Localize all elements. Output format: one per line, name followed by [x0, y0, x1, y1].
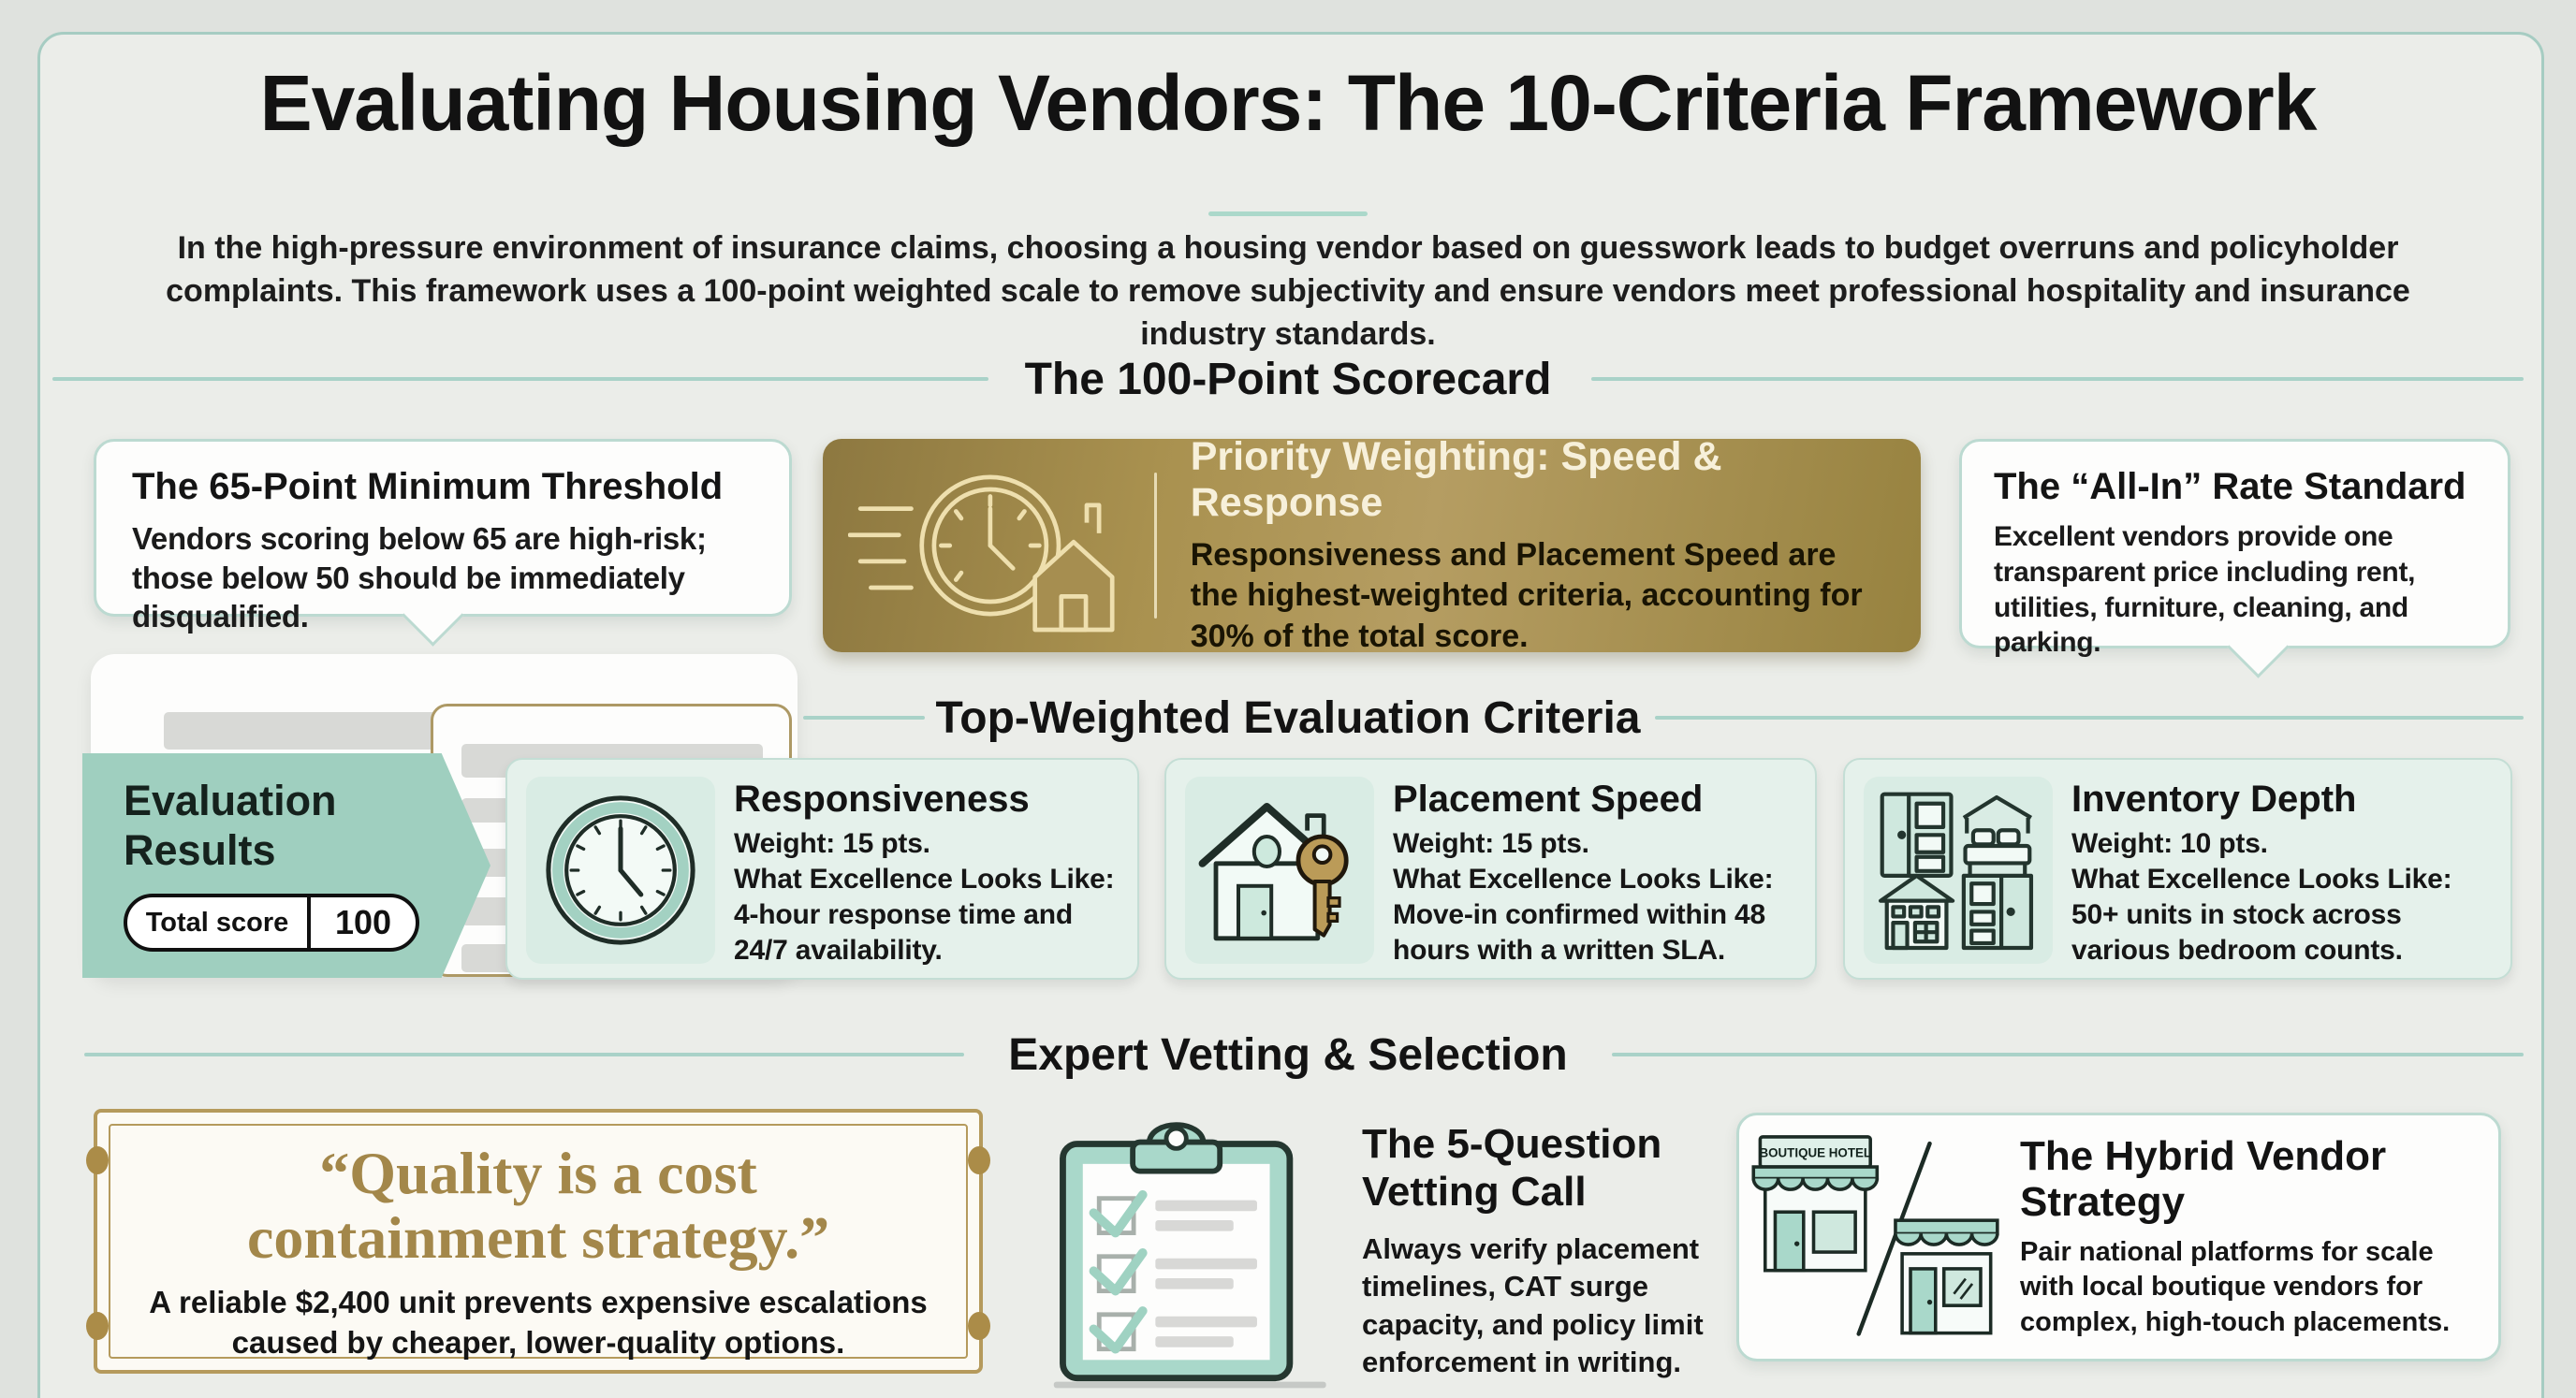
- storefronts-icon: BOUTIQUE HOTEL: [1739, 1129, 2020, 1346]
- vetting-heading: Expert Vetting & Selection: [1008, 1030, 1568, 1080]
- hybrid-card-title: The Hybrid Vendor Strategy: [2020, 1133, 2387, 1226]
- weight-value: 15 pts.: [1501, 828, 1589, 859]
- total-score-label: Total score: [145, 907, 289, 938]
- vetting-call-title: The 5-Question Vetting Call: [1362, 1121, 1662, 1215]
- priority-card: Priority Weighting: Speed & Response Res…: [823, 434, 1921, 654]
- evaluation-results-ribbon: Evaluation Results Total score 100: [82, 753, 490, 978]
- criteria-card-placement-speed: Placement Speed Weight: 15 pts. What Exc…: [1164, 758, 1817, 980]
- title-underline: [1208, 211, 1368, 216]
- criteria-heading: Top-Weighted Evaluation Criteria: [935, 693, 1641, 743]
- rate-card: The “All-In” Rate Standard Excellent ven…: [1959, 439, 2510, 678]
- hybrid-card-body: Pair national platforms for scale with l…: [2020, 1236, 2451, 1338]
- furniture-icon: [1864, 777, 2053, 964]
- divider-line: [803, 716, 925, 720]
- rate-card-title: The “All-In” Rate Standard: [1994, 466, 2466, 507]
- weight-label: Weight:: [2071, 828, 2174, 859]
- page-title: Evaluating Housing Vendors: The 10-Crite…: [259, 59, 2318, 147]
- clipboard-checklist-icon: [1046, 1100, 1346, 1398]
- threshold-card: The 65-Point Minimum Threshold Vendors s…: [94, 439, 792, 647]
- divider-line: [1591, 377, 2524, 381]
- hybrid-vendor-card: BOUTIQUE HOTEL The Hybrid Vendor Strateg…: [1736, 1113, 2501, 1362]
- corner-dot: [86, 1146, 109, 1174]
- divider-line: [52, 377, 988, 381]
- gold-divider: [1153, 473, 1157, 619]
- criteria-title: Placement Speed: [1393, 779, 1704, 820]
- weight-label: Weight:: [734, 828, 836, 859]
- quote-card: “Quality is a cost containment strategy.…: [86, 1109, 990, 1374]
- threshold-card-body: Vendors scoring below 65 are high-risk; …: [132, 521, 707, 634]
- evaluation-results-title: Evaluation Results: [124, 777, 337, 875]
- vetting-call-block: The 5-Question Vetting Call Always verif…: [1362, 1121, 1769, 1381]
- scorecard-heading: The 100-Point Scorecard: [1024, 355, 1552, 404]
- corner-dot: [968, 1146, 990, 1174]
- total-score-pill: Total score 100: [124, 894, 419, 952]
- quote-inner-border: [109, 1124, 968, 1359]
- pill-divider: [307, 897, 311, 948]
- boutique-hotel-sign: BOUTIQUE HOTEL: [1759, 1145, 1871, 1159]
- quote-text: “Quality is a cost containment strategy.…: [246, 1140, 830, 1272]
- divider-line: [1612, 1053, 2524, 1056]
- excellence-value: 4-hour response time and 24/7 availabili…: [734, 899, 1073, 967]
- divider-line: [84, 1053, 964, 1056]
- vetting-call-body: Always verify placement timelines, CAT s…: [1362, 1232, 1704, 1379]
- excellence-label: What Excellence Looks Like:: [1393, 864, 1774, 896]
- page-subtitle: In the high-pressure environment of insu…: [166, 230, 2410, 353]
- total-score-value: 100: [334, 903, 392, 941]
- house-key-icon: [1185, 777, 1374, 964]
- weight-label: Weight:: [1393, 828, 1495, 859]
- excellence-label: What Excellence Looks Like:: [2071, 864, 2452, 896]
- threshold-card-title: The 65-Point Minimum Threshold: [132, 466, 724, 507]
- criteria-card-responsiveness: Responsiveness Weight: 15 pts. What Exce…: [505, 758, 1139, 980]
- priority-card-body: Responsiveness and Placement Speed are t…: [1190, 537, 1863, 654]
- corner-dot: [86, 1312, 109, 1340]
- criteria-title: Inventory Depth: [2071, 779, 2357, 820]
- excellence-value: Move-in confirmed within 48 hours with a…: [1393, 899, 1765, 967]
- corner-dot: [968, 1312, 990, 1340]
- excellence-label: What Excellence Looks Like:: [734, 864, 1115, 896]
- excellence-value: 50+ units in stock across various bedroo…: [2071, 899, 2403, 967]
- weight-value: 10 pts.: [2180, 828, 2268, 859]
- quote-body: A reliable $2,400 unit prevents expensiv…: [149, 1285, 928, 1361]
- criteria-card-inventory-depth: Inventory Depth Weight: 10 pts. What Exc…: [1843, 758, 2512, 980]
- speed-clock-house-icon: [823, 457, 1154, 634]
- divider-line: [1655, 716, 2524, 720]
- priority-card-title: Priority Weighting: Speed & Response: [1190, 434, 1722, 526]
- rate-card-body: Excellent vendors provide one transparen…: [1994, 521, 2416, 659]
- criteria-title: Responsiveness: [734, 779, 1030, 820]
- weight-value: 15 pts.: [842, 828, 930, 859]
- clock-icon: [526, 777, 715, 964]
